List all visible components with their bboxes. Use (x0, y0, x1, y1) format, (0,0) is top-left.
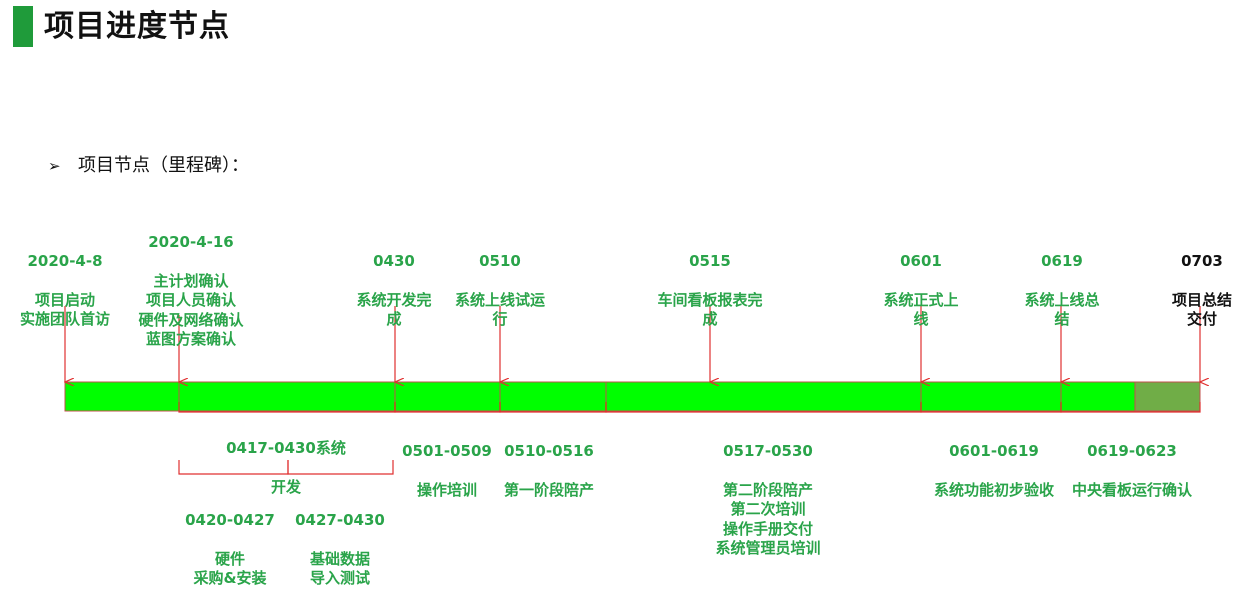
subphase-range: 0427-0430 (295, 510, 385, 529)
phase-range: 0601-0619 (949, 441, 1039, 460)
milestone-date: 0619 (1041, 251, 1083, 270)
timeline-segment-4 (499, 381, 607, 412)
timeline-segment-3 (394, 381, 501, 412)
milestone-label-6: 0601 系统正式上 线 (866, 232, 976, 349)
milestone-text: 系统开发完 成 (356, 290, 432, 329)
milestone-label-2: 2020-4-16 主计划确认 项目人员确认 硬件及网络确认 蓝图方案确认 (121, 213, 261, 369)
phase-range: 0510-0516 (504, 441, 594, 460)
milestone-date: 0515 (689, 251, 731, 270)
phase-text: 中央看板运行确认 (1071, 480, 1192, 499)
phase-text: 操作培训 (416, 480, 477, 499)
timeline-segment-7 (1060, 381, 1136, 412)
phase-range: 0501-0509 (402, 441, 492, 460)
subphase-range: 0420-0427 (185, 510, 275, 529)
milestone-label-8: 0703 项目总结 交付 (1160, 232, 1244, 349)
phase-label-5: 0601-0619 系统功能初步验收 (922, 422, 1066, 520)
subphase-label-2: 0427-0430 基础数据 导入测试 (285, 491, 395, 608)
title-accent-bar (13, 6, 33, 47)
milestone-label-5: 0515 车间看板报表完 成 (640, 232, 780, 349)
timeline-segment-5 (605, 381, 922, 412)
phase-text: 系统功能初步验收 (933, 480, 1054, 499)
section-label: 项目节点（里程碑）： (78, 155, 249, 176)
subphase-text: 基础数据 导入测试 (309, 549, 370, 588)
milestone-date: 2020-4-16 (148, 232, 234, 251)
timeline-segment-6 (920, 381, 1062, 412)
phase-label-3: 0510-0516 第一阶段陪产 (494, 422, 604, 520)
milestone-date: 0703 (1181, 251, 1223, 270)
subphase-bracket-2 (287, 460, 394, 475)
milestone-text: 系统上线总 结 (1024, 290, 1100, 329)
milestone-text: 系统正式上 线 (883, 290, 959, 329)
milestone-text: 车间看板报表完 成 (657, 290, 763, 329)
phase-text: 第二阶段陪产 第二次培训 操作手册交付 系统管理员培训 (715, 480, 821, 558)
section-heading: ➢ 项目节点（里程碑）： (48, 154, 249, 178)
milestone-date: 0430 (373, 251, 415, 270)
timeline-segment-1 (64, 381, 180, 412)
phase-bracket-6 (1060, 402, 1201, 413)
milestone-text: 系统上线试运 行 (454, 290, 545, 329)
milestone-text: 主计划确认 项目人员确认 硬件及网络确认 蓝图方案确认 (138, 271, 244, 349)
phase-label-2: 0501-0509 操作培训 (392, 422, 502, 520)
arrow-bullet-icon: ➢ (48, 157, 61, 175)
phase-range: 0417-0430系统 (226, 438, 346, 457)
milestone-label-4: 0510 系统上线试运 行 (440, 232, 560, 349)
timeline-segment-8 (1134, 381, 1201, 412)
page-title: 项目进度节点 (44, 9, 230, 44)
phase-range: 0517-0530 (723, 441, 813, 460)
phase-label-4: 0517-0530 第二阶段陪产 第二次培训 操作手册交付 系统管理员培训 (698, 422, 838, 578)
phase-text: 第一阶段陪产 (503, 480, 594, 499)
milestone-text: 项目启动 实施团队首访 (19, 290, 110, 329)
subphase-label-1: 0420-0427 硬件 采购&安装 (175, 491, 285, 608)
subphase-text: 硬件 采购&安装 (193, 549, 267, 588)
milestone-date: 0601 (900, 251, 942, 270)
milestone-label-3: 0430 系统开发完 成 (339, 232, 449, 349)
milestone-label-7: 0619 系统上线总 结 (1007, 232, 1117, 349)
phase-text: 开发 (270, 477, 301, 496)
milestone-date: 2020-4-8 (27, 251, 103, 270)
phase-label-6: 0619-0623 中央看板运行确认 (1062, 422, 1202, 520)
phase-range: 0619-0623 (1087, 441, 1177, 460)
milestone-label-1: 2020-4-8 项目启动 实施团队首访 (5, 232, 125, 349)
milestone-text: 项目总结 交付 (1171, 290, 1232, 329)
milestone-date: 0510 (479, 251, 521, 270)
phase-label-1: 0417-0430系统 开发 (206, 419, 366, 517)
timeline-diagram (0, 306, 1249, 475)
timeline-segment-2 (178, 381, 396, 412)
